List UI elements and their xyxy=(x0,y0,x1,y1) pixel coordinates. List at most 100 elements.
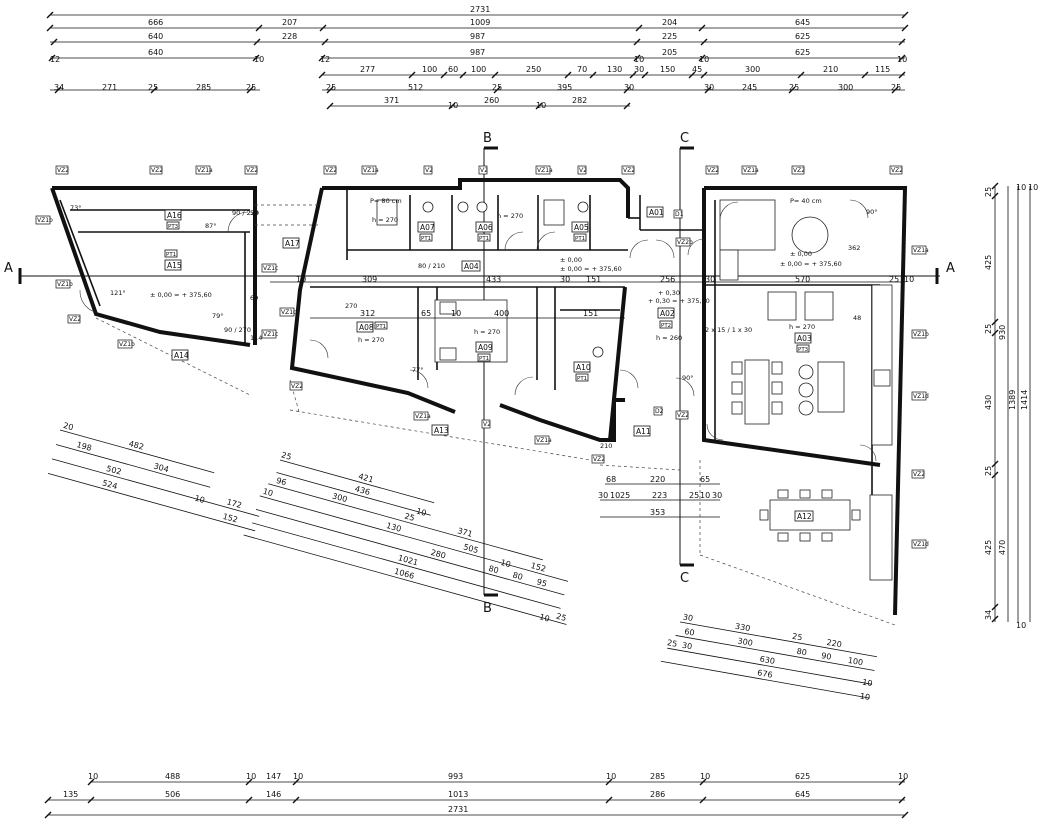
tag-vz1a: VZ1a xyxy=(363,167,379,174)
section-label-a-left: A xyxy=(4,261,13,276)
dim-text: 304 xyxy=(153,462,170,475)
dim-text: 570 xyxy=(795,275,810,284)
dim-text: 250 xyxy=(526,65,541,74)
armchair xyxy=(804,291,834,321)
wc xyxy=(422,201,434,213)
dim-text: 676 xyxy=(757,668,774,680)
dim-text: 68 xyxy=(606,475,616,484)
dim-text: 524 xyxy=(101,478,118,491)
room-type: PT1 xyxy=(421,236,431,242)
level-note: ± 0,00 xyxy=(790,250,812,258)
dim-text: 10 xyxy=(634,55,644,64)
dim-text: 10 xyxy=(699,55,709,64)
dim-text: 30 xyxy=(681,641,693,652)
section-label-c-top: C xyxy=(680,131,689,146)
bottom-dimension-chains: 10 488 10 147 10 993 10 285 10 625 10 13… xyxy=(44,772,909,819)
dim-text: 90 xyxy=(821,651,833,662)
angle-note: 87° xyxy=(205,222,217,230)
tag-d2: D2 xyxy=(655,408,664,415)
room-a07: A07 xyxy=(420,223,435,232)
dim-note: 48 xyxy=(853,314,861,322)
dim-text: 2731 xyxy=(448,805,468,814)
dim-text: 10 xyxy=(538,612,550,623)
dim-text: 421 xyxy=(357,472,374,485)
section-label-a-right: A xyxy=(946,261,955,276)
dim-text: 30 xyxy=(598,491,608,500)
dim-text: 10 xyxy=(700,491,710,500)
dim-text: 135 xyxy=(63,790,78,799)
dim-text: 312 xyxy=(360,309,375,318)
dim-text: 147 xyxy=(266,772,281,781)
tag-vz1b: VZ1b xyxy=(119,341,135,348)
dim-text: 30 xyxy=(712,491,722,500)
room-a08: A08 xyxy=(359,323,374,332)
right-dimension-chains: 25 425 25 430 25 425 34 930 470 1389 141… xyxy=(984,182,1038,630)
wc xyxy=(457,201,469,213)
room-a11: A11 xyxy=(636,427,651,436)
stool xyxy=(798,400,814,416)
dim-text: 987 xyxy=(470,48,485,57)
dim-text: 25 xyxy=(492,83,502,92)
dim-note: 114 xyxy=(250,334,262,342)
tag-v2: V2 xyxy=(425,167,433,174)
room-type: PT3 xyxy=(798,347,809,353)
dim-text: 1009 xyxy=(470,18,490,27)
door-size: 90 / 220 xyxy=(232,209,259,217)
dining-table xyxy=(744,359,770,425)
dim-text: 1021 xyxy=(397,553,419,567)
dim-text: 34 xyxy=(984,610,993,620)
dim-text: 10 xyxy=(500,558,512,569)
dim-text: 25 xyxy=(246,83,256,92)
dim-text: 505 xyxy=(462,542,479,555)
dim-text: 645 xyxy=(795,790,810,799)
tag-vz2: VZ2 xyxy=(291,383,303,390)
dim-text: 152 xyxy=(222,512,239,525)
dim-text: 205 xyxy=(662,48,677,57)
tag-vz2: VZ2 xyxy=(151,167,163,174)
dim-text: 286 xyxy=(650,790,665,799)
tag-vz2: VZ2 xyxy=(793,167,805,174)
dim-text: 425 xyxy=(984,540,993,555)
dim-top-total: 2731 xyxy=(470,5,490,14)
tag-vz1c: VZ1c xyxy=(281,309,296,316)
dim-text: 65 xyxy=(700,475,710,484)
room-a05: A05 xyxy=(574,223,589,232)
dim-text: 25 xyxy=(984,466,993,476)
level-note: ± 0,00 = + 375,60 xyxy=(780,260,842,268)
tag-vz1c: VZ1c xyxy=(263,331,278,338)
dim-text: 271 xyxy=(102,83,117,92)
tag-vz1d: VZ1d xyxy=(913,541,929,548)
dim-text: 10 xyxy=(451,309,461,318)
shower xyxy=(543,199,565,226)
dim-text: 430 xyxy=(984,395,993,410)
dim-text: 645 xyxy=(795,18,810,27)
dim-text: 506 xyxy=(165,790,180,799)
chair xyxy=(731,401,743,415)
door-size: 80 / 210 xyxy=(418,262,445,270)
angle-note: 77° xyxy=(412,366,424,374)
room-a15: A15 xyxy=(167,261,182,270)
tag-vz2: VZ2 xyxy=(246,167,258,174)
dim-text: 400 xyxy=(494,309,509,318)
chair xyxy=(821,532,833,542)
dim-note: 362 xyxy=(848,244,860,252)
dim-text: 1414 xyxy=(1020,390,1029,410)
room-a09: A09 xyxy=(478,343,493,352)
room-type: PT1 xyxy=(376,324,386,330)
window-note: P= 40 cm xyxy=(790,197,822,205)
room-type: PT1 xyxy=(479,356,489,362)
furniture xyxy=(376,199,893,581)
dim-text: 488 xyxy=(165,772,180,781)
dim-text: 207 xyxy=(282,18,297,27)
dim-text: 10 xyxy=(898,772,908,781)
dim-text: 245 xyxy=(742,83,757,92)
dim-text: 223 xyxy=(652,491,667,500)
dim-text: 10 xyxy=(246,772,256,781)
dim-text: 25 xyxy=(984,324,993,334)
chair xyxy=(851,509,861,521)
angle-note: 73° xyxy=(70,204,82,212)
level-note: ± 0,00 = + 375,60 xyxy=(560,265,622,273)
door-swings xyxy=(79,199,877,462)
dim-text: 10 xyxy=(1016,621,1026,630)
